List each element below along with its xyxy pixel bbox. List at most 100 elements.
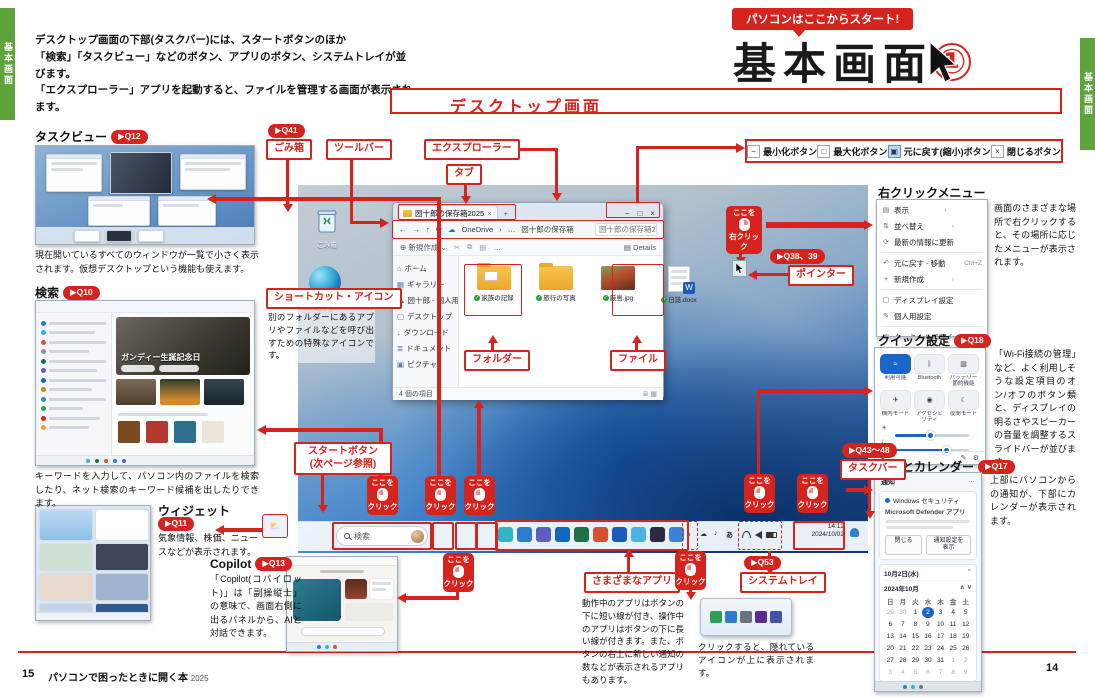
copilot-input[interactable] <box>301 627 385 636</box>
calendar-day[interactable]: 18 <box>949 632 957 640</box>
tray-popup-screenshot[interactable] <box>700 598 792 636</box>
notif-settings-button[interactable]: 通知設定を表示 <box>925 534 971 555</box>
taskbar-app-icon[interactable] <box>650 527 665 542</box>
calendar-day[interactable]: 8 <box>913 620 918 628</box>
battery-icon[interactable] <box>766 532 777 538</box>
maximize-icon[interactable]: □ <box>637 208 643 218</box>
details-button[interactable]: ▤ Details <box>623 242 656 252</box>
calendar-day[interactable]: 2 <box>921 606 935 618</box>
calendar-day[interactable]: 1 <box>913 608 918 616</box>
forward-icon[interactable]: → <box>412 225 421 234</box>
notification-bell-icon[interactable] <box>850 528 859 537</box>
calendar-day[interactable]: 31 <box>936 656 945 664</box>
context-menu-item[interactable]: ▢ディスプレイ設定 <box>877 292 987 308</box>
breadcrumb-more[interactable]: … <box>507 225 516 234</box>
calendar-day[interactable]: 4 <box>901 668 905 676</box>
sidebar-item[interactable]: ▢デスクトップ <box>393 308 458 324</box>
edit-quick-icon[interactable]: ✎ <box>960 455 967 462</box>
taskbar-clock[interactable]: 14:12 2024/10/02 <box>798 523 844 540</box>
paste-icon[interactable]: ▤ <box>479 242 487 252</box>
tray-popup-icon[interactable] <box>710 611 723 623</box>
calendar-day[interactable]: 28 <box>899 656 907 664</box>
taskbar-app-icon[interactable] <box>631 527 646 542</box>
tray-popup-icon[interactable] <box>769 611 782 623</box>
calendar-day[interactable]: 6 <box>888 620 893 628</box>
tray-popup-icon[interactable] <box>739 611 752 623</box>
quick-tile[interactable]: ☾夜間モード <box>948 390 979 423</box>
calendar-day[interactable]: 29 <box>911 656 920 664</box>
calendar-day[interactable]: 20 <box>886 644 894 652</box>
recycle-bin-icon[interactable]: ごみ箱 <box>310 208 344 249</box>
view-toggle-icons[interactable]: ≣ ▦ <box>642 391 657 398</box>
up-icon[interactable]: ↑ <box>426 225 430 234</box>
calendar-day[interactable]: 6 <box>926 668 930 676</box>
calendar-day[interactable]: 11 <box>949 620 957 628</box>
calendar-day[interactable]: 2 <box>963 656 968 664</box>
calendar-day[interactable]: 7 <box>938 668 943 676</box>
calendar-day[interactable]: 5 <box>963 608 968 616</box>
taskbar-app-icon[interactable] <box>517 527 532 542</box>
calendar-day[interactable]: 10 <box>936 620 945 628</box>
back-icon[interactable]: ← <box>399 225 407 234</box>
calendar-day[interactable]: 22 <box>911 644 920 652</box>
calendar-day[interactable]: 7 <box>901 620 905 628</box>
settings-gear-icon[interactable]: ⚙ <box>972 455 979 462</box>
sidebar-item[interactable]: ⌂ホーム <box>393 260 458 276</box>
tab-close-icon[interactable]: × <box>487 209 492 218</box>
context-menu-item[interactable]: ⟳最新の情報に更新 <box>877 234 987 250</box>
sidebar-item[interactable]: ▦ギャラリー <box>393 276 458 292</box>
copilot-card-thumb[interactable] <box>345 579 367 599</box>
volume-icon[interactable] <box>755 531 762 539</box>
calendar-day[interactable]: 27 <box>886 656 894 664</box>
file-tile-folder-2[interactable]: ✓旅行の写真 <box>529 263 583 302</box>
calendar-day[interactable]: 21 <box>899 644 907 652</box>
calendar-day[interactable]: 1 <box>951 656 955 664</box>
context-menu-item[interactable]: ⇅並べ替え› <box>877 218 987 234</box>
taskbar-app-icon[interactable] <box>593 527 608 542</box>
new-button[interactable]: ⊕ 新規作成 ⌄ <box>400 242 447 252</box>
taskview-screenshot[interactable] <box>35 145 255 245</box>
search-photo-2[interactable] <box>160 379 200 405</box>
new-tab-icon[interactable]: + <box>503 208 508 218</box>
taskbar-app-icon[interactable] <box>536 527 551 542</box>
context-menu-item[interactable]: ✎個人用設定 <box>877 308 987 324</box>
calendar-day[interactable]: 14 <box>899 632 907 640</box>
calendar-day[interactable]: 4 <box>951 608 955 616</box>
cut-icon[interactable]: ✂ <box>453 242 461 252</box>
search-hero-card[interactable]: ガンディー生誕記念日 <box>116 317 250 375</box>
search-game-tile-1[interactable] <box>118 421 140 443</box>
calendar-day[interactable]: 3 <box>938 608 943 616</box>
ime-indicator[interactable]: あ <box>726 532 733 539</box>
breadcrumb-onedrive[interactable]: OneDrive <box>461 225 494 234</box>
sidebar-item[interactable]: ☁圀十郎 - 個人用 <box>393 292 458 308</box>
search-app-list[interactable] <box>36 313 112 455</box>
file-tile-folder-1[interactable]: ✓家族の記録 <box>467 263 521 302</box>
calendar-day[interactable]: 25 <box>949 644 957 652</box>
quick-tile[interactable]: ▥バッテリー節約機能 <box>948 354 979 387</box>
notif-clear-icon[interactable]: … <box>968 477 975 484</box>
calendar-day[interactable]: 9 <box>963 668 968 676</box>
calendar-nav-icons[interactable]: ∧ ∨ <box>959 583 972 591</box>
calendar-day[interactable]: 24 <box>936 644 945 652</box>
quick-tile[interactable]: ≈利用可能 <box>880 354 911 387</box>
calendar-day[interactable]: 9 <box>926 620 930 628</box>
explorer-tab[interactable]: 圀十郎の保存箱2025 × <box>397 205 498 221</box>
context-menu-item[interactable]: +新規作成› <box>877 271 987 287</box>
search-game-tile-3[interactable] <box>174 421 196 443</box>
notifications-screenshot[interactable]: 通知… Windows セキュリティ Microsoft Defender アプ… <box>874 472 982 692</box>
file-tile-word[interactable]: W ✓日誌.docx <box>651 266 707 304</box>
explorer-search-input[interactable]: 圀十郎の保存箱2 <box>595 223 657 236</box>
sidebar-item[interactable]: ▣ピクチャ <box>393 356 458 372</box>
quick-tile[interactable]: ◉アクセシビリティ <box>914 390 945 423</box>
tray-popup-icon[interactable] <box>725 611 738 623</box>
notif-close-button[interactable]: 閉じる <box>885 534 922 555</box>
close-icon[interactable]: × <box>650 208 655 218</box>
calendar-day[interactable]: 16 <box>924 632 932 640</box>
calendar-day[interactable]: 13 <box>886 632 894 640</box>
calendar-day[interactable]: 23 <box>924 644 932 652</box>
volume-slider[interactable] <box>895 446 969 455</box>
